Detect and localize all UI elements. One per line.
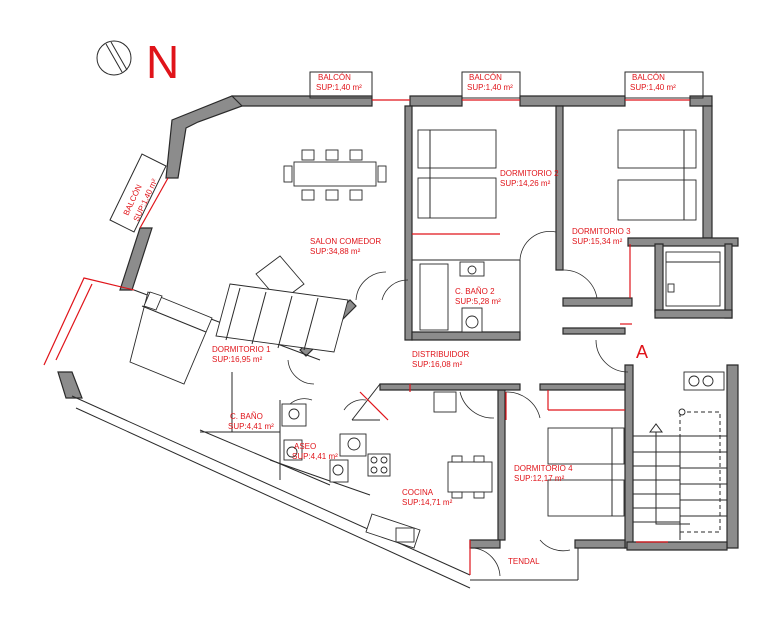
cocina-name: COCINA bbox=[402, 488, 434, 497]
distribuidor-area: SUP:16,08 m² bbox=[412, 360, 463, 369]
beds-dormitorio-2 bbox=[417, 129, 497, 219]
dormitorio-3-name: DORMITORIO 3 bbox=[572, 227, 631, 236]
balcon-1-area: SUP:1,40 m² bbox=[316, 83, 362, 92]
kitchen-fixtures bbox=[365, 391, 493, 549]
salon-name: SALON COMEDOR bbox=[310, 237, 381, 246]
living-sofa bbox=[215, 255, 349, 353]
balcony-outlines bbox=[109, 71, 704, 233]
cocina-area: SUP:14,71 m² bbox=[402, 498, 453, 507]
stairs bbox=[633, 371, 727, 540]
north-letter: N bbox=[146, 36, 179, 88]
beds-dormitorio-4 bbox=[547, 427, 625, 517]
room-labels: BALCÓN SUP:1,40 m² BALCÓN SUP:1,40 m² BA… bbox=[122, 73, 676, 566]
dormitorio-2-area: SUP:14,26 m² bbox=[500, 179, 551, 188]
dormitorio-4-area: SUP:12,17 m² bbox=[514, 474, 565, 483]
bano-2-area: SUP:5,28 m² bbox=[455, 297, 501, 306]
distribuidor-name: DISTRIBUIDOR bbox=[412, 350, 470, 359]
bed-dormitorio-1 bbox=[129, 291, 213, 385]
balcon-1-name: BALCÓN bbox=[318, 73, 351, 82]
entrance-marker: A bbox=[636, 342, 648, 362]
tendal-name: TENDAL bbox=[508, 557, 540, 566]
dormitorio-1-name: DORMITORIO 1 bbox=[212, 345, 271, 354]
balcon-2-area: SUP:1,40 m² bbox=[467, 83, 513, 92]
aseo-area: SUP:4,41 m² bbox=[292, 452, 338, 461]
aseo-name: ASEO bbox=[294, 442, 316, 451]
dining-table bbox=[283, 149, 387, 201]
balcon-3-area: SUP:1,40 m² bbox=[630, 83, 676, 92]
dormitorio-3-area: SUP:15,34 m² bbox=[572, 237, 623, 246]
door-swings bbox=[287, 231, 629, 577]
dormitorio-1-area: SUP:16,95 m² bbox=[212, 355, 263, 364]
lift-shaft bbox=[665, 251, 721, 307]
bano-1-name: C. BAÑO bbox=[230, 412, 263, 421]
bathroom-fixtures bbox=[281, 261, 485, 483]
balcon-3-name: BALCÓN bbox=[632, 73, 665, 82]
exterior-walls bbox=[57, 95, 739, 551]
bano-1-area: SUP:4,41 m² bbox=[228, 422, 274, 431]
dormitorio-4-name: DORMITORIO 4 bbox=[514, 464, 573, 473]
beds-dormitorio-3 bbox=[617, 129, 697, 221]
dormitorio-2-name: DORMITORIO 2 bbox=[500, 169, 559, 178]
north-compass-icon bbox=[96, 40, 132, 76]
interior-partitions bbox=[200, 233, 668, 581]
balcon-2-name: BALCÓN bbox=[469, 73, 502, 82]
bano-2-name: C. BAÑO 2 bbox=[455, 287, 495, 296]
salon-area: SUP:34,88 m² bbox=[310, 247, 361, 256]
